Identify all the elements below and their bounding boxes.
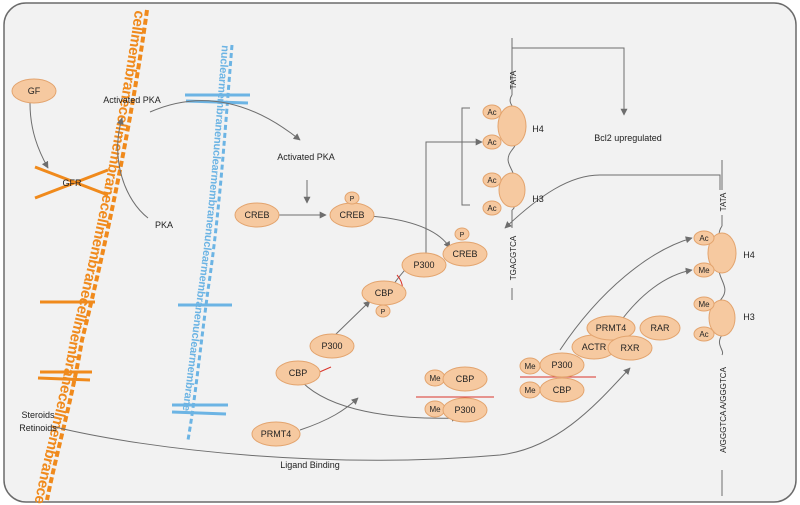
label-me-3: Me bbox=[524, 362, 536, 371]
arrow-to-activated-pka bbox=[149, 100, 301, 141]
label-h3-right: H3 bbox=[743, 312, 755, 322]
node-cbp-me bbox=[442, 366, 488, 392]
node-creb-complex bbox=[442, 241, 488, 267]
label-rar: RAR bbox=[650, 323, 670, 333]
node-gf bbox=[11, 78, 57, 104]
node-p300-mid bbox=[309, 333, 355, 359]
label-me-4: Me bbox=[524, 386, 536, 395]
node-p300-me bbox=[442, 397, 488, 423]
histone-h4-top bbox=[497, 105, 527, 147]
label-p300-complex: P300 bbox=[551, 360, 572, 370]
label-h3-top: H3 bbox=[532, 194, 544, 204]
label-ac-2: Ac bbox=[487, 138, 496, 147]
label-creb-complex: CREB bbox=[452, 249, 477, 259]
arrow-ligand-binding bbox=[54, 367, 631, 461]
node-p-2 bbox=[454, 227, 470, 241]
arrow-p300-cbp bbox=[334, 300, 371, 336]
label-ac-5: Ac bbox=[699, 234, 708, 243]
label-rxr: RXR bbox=[620, 343, 640, 353]
label-ac-6: Ac bbox=[699, 330, 708, 339]
text-labels: GF GFR PKA Activated PKA Activated PKA C… bbox=[19, 70, 755, 470]
label-p300-top: P300 bbox=[413, 260, 434, 270]
label-tata-right: TATA bbox=[719, 192, 728, 211]
label-retinoids: Retinoids bbox=[19, 423, 57, 433]
label-p-3: P bbox=[381, 309, 386, 316]
node-creb bbox=[234, 202, 280, 228]
label-cbp-low: CBP bbox=[289, 368, 308, 378]
label-creb-p: CREB bbox=[339, 210, 364, 220]
label-ac-1: Ac bbox=[487, 108, 496, 117]
diagram-frame bbox=[3, 2, 797, 503]
histone-h3-top bbox=[498, 172, 526, 208]
label-cbp-complex: CBP bbox=[553, 385, 572, 395]
arrow-prmt4-cbpme bbox=[299, 397, 359, 431]
label-ligand-binding: Ligand Binding bbox=[280, 460, 340, 470]
label-prmt4-complex: PRMT4 bbox=[596, 323, 627, 333]
label-bcl2: Bcl2 upregulated bbox=[594, 133, 662, 143]
label-gfr: GFR bbox=[63, 178, 82, 188]
label-h4-right: H4 bbox=[743, 250, 755, 260]
label-p-1: P bbox=[350, 196, 355, 203]
label-activated-pka-1: Activated PKA bbox=[103, 95, 161, 105]
arrow-gf-gfr bbox=[29, 102, 49, 169]
label-ac-4: Ac bbox=[487, 204, 496, 213]
label-steroids: Steroids bbox=[21, 410, 55, 420]
arrow-tata-right bbox=[504, 174, 721, 229]
label-tata-top: TATA bbox=[509, 70, 518, 89]
label-pka: PKA bbox=[155, 220, 173, 230]
label-p300-me: P300 bbox=[454, 405, 475, 415]
histone-group-right bbox=[693, 225, 737, 356]
histone-h4-right bbox=[707, 232, 737, 274]
node-p-3 bbox=[375, 304, 391, 318]
label-me-1: Me bbox=[429, 374, 441, 383]
label-creb: CREB bbox=[244, 210, 269, 220]
label-cbp-me: CBP bbox=[456, 374, 475, 384]
label-activated-pka-2: Activated PKA bbox=[277, 152, 335, 162]
label-me-6: Me bbox=[698, 300, 710, 309]
node-p300-top bbox=[401, 252, 447, 278]
label-p300-mid: P300 bbox=[321, 341, 342, 351]
node-prmt4-complex bbox=[586, 315, 636, 341]
node-rar bbox=[639, 315, 681, 341]
protein-nodes bbox=[11, 78, 681, 447]
histone-group-top bbox=[482, 94, 527, 216]
node-cbp-low bbox=[275, 360, 321, 386]
label-gf: GF bbox=[28, 86, 41, 96]
label-p-2: P bbox=[460, 232, 465, 239]
label-tgacgtca: TGACGTCA bbox=[509, 235, 518, 280]
node-p-1 bbox=[344, 191, 360, 205]
label-prmt4-low: PRMT4 bbox=[261, 429, 292, 439]
dna-strands bbox=[461, 38, 723, 496]
node-cbp-complex bbox=[539, 377, 585, 403]
label-me-5: Me bbox=[698, 266, 710, 275]
arrow-complex-histone bbox=[425, 138, 483, 258]
label-actr: ACTR bbox=[582, 342, 607, 352]
arrow-pka-activated bbox=[116, 117, 149, 219]
label-agggtca: A/GGGTCA A/GGGTCA bbox=[719, 366, 728, 452]
node-p300-complex bbox=[539, 352, 585, 378]
histone-h3-right bbox=[708, 299, 736, 337]
arrow-p300-ac bbox=[559, 236, 693, 351]
label-ac-3: Ac bbox=[487, 176, 496, 185]
label-me-2: Me bbox=[429, 405, 441, 414]
label-h4-top: H4 bbox=[532, 124, 544, 134]
label-cbp-mid: CBP bbox=[375, 288, 394, 298]
node-rxr bbox=[607, 335, 653, 361]
arrow-cbp-p300me bbox=[301, 381, 459, 422]
node-prmt4-low bbox=[251, 421, 301, 447]
arrow-prmt4-me bbox=[619, 267, 693, 323]
arrow-crebp-complex bbox=[369, 215, 451, 249]
